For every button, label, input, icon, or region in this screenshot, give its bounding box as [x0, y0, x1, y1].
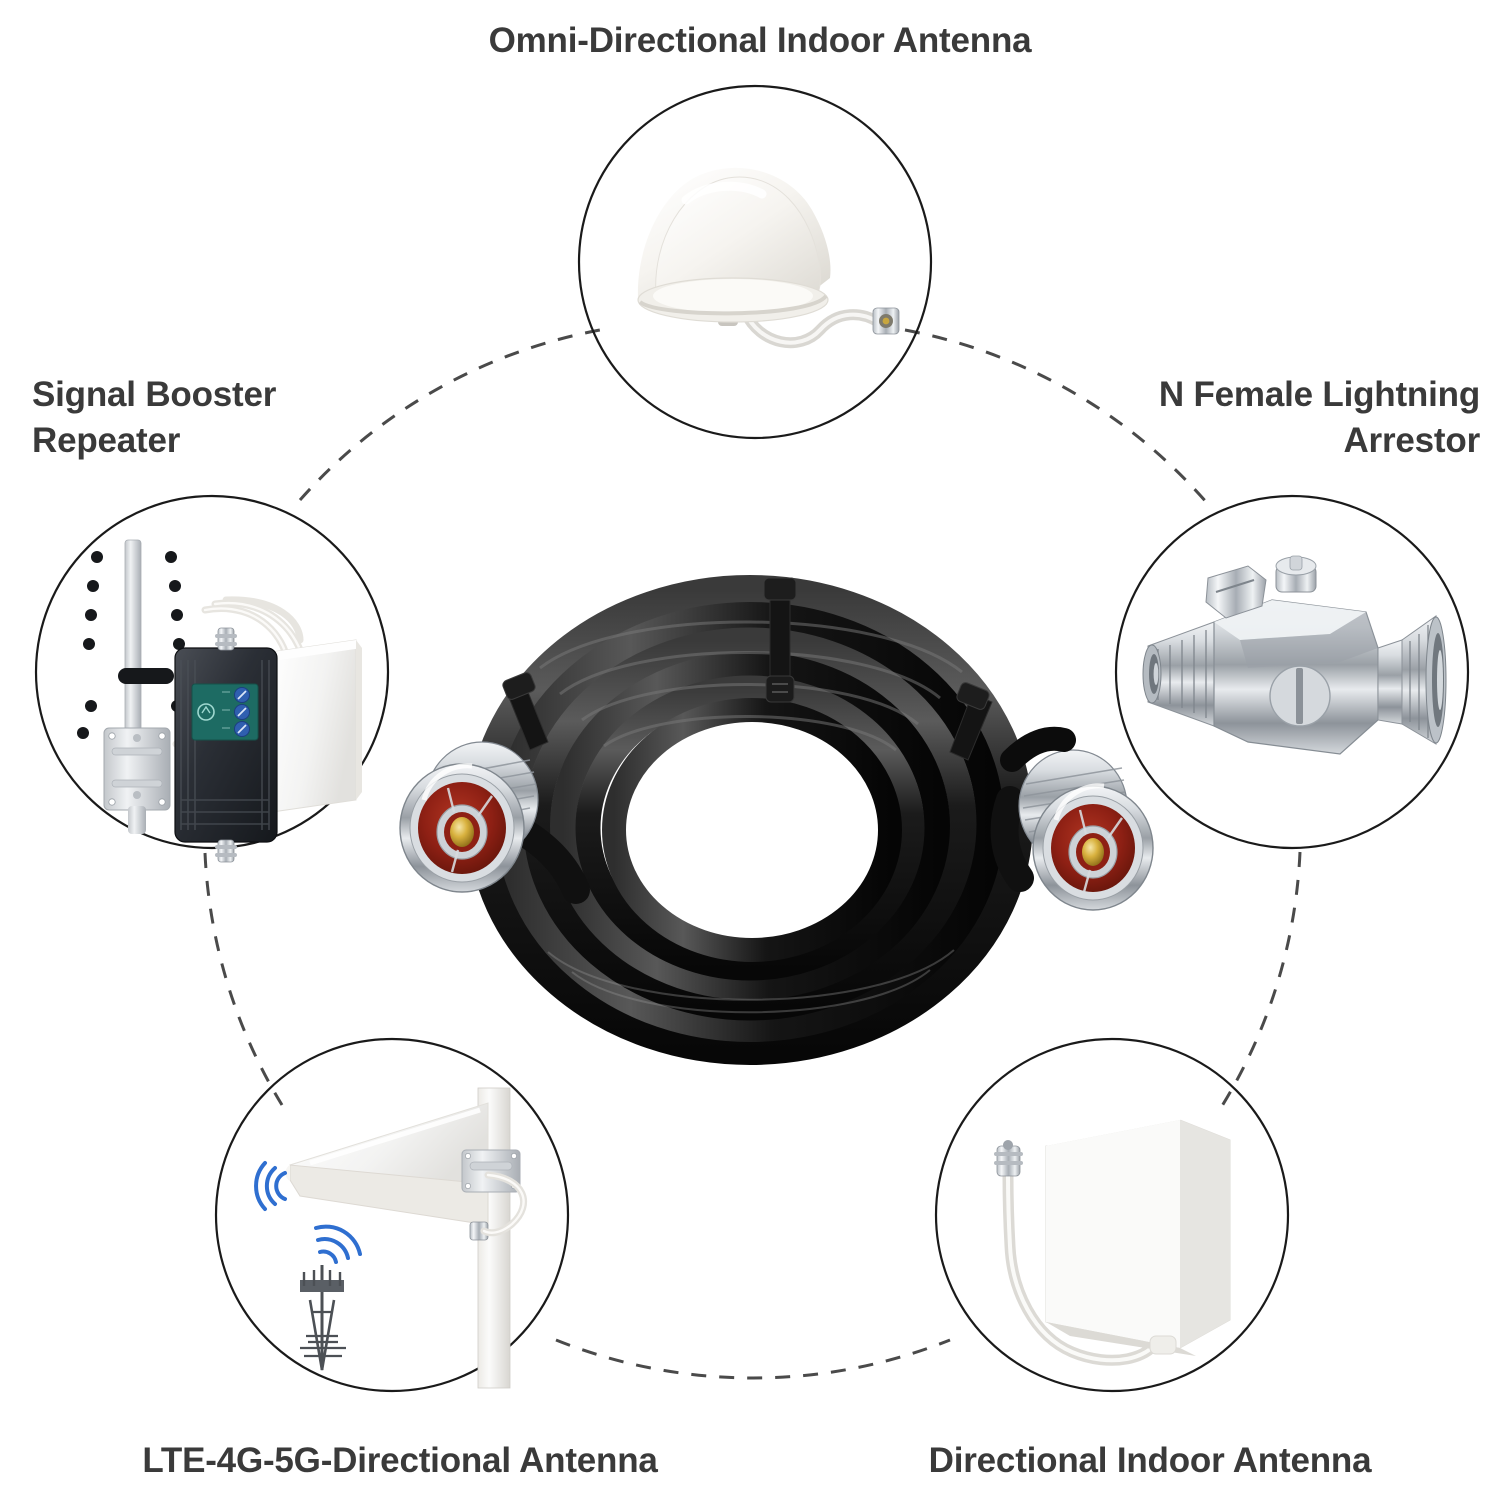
panel-antenna-side — [1180, 1120, 1230, 1348]
left-slot-lines — [446, 787, 493, 873]
lte-antenna-highlight — [309, 1107, 481, 1166]
arrestor-left-port — [1142, 621, 1215, 727]
right-slot-lines — [1078, 809, 1123, 893]
panel-pigtail-highlight — [1006, 1174, 1162, 1363]
booster-panel-silkscreen — [222, 691, 230, 729]
label-lte-4g-5g-directional-antenna: LTE-4G-5G-Directional Antenna — [142, 1441, 658, 1480]
cable-connector-left — [399, 741, 590, 904]
booster-panel-side — [356, 640, 362, 800]
dashed-arc-arrestor-to-panel — [1220, 851, 1302, 1107]
center-coaxial-cable-coil — [399, 575, 1154, 1065]
arrestor-neck — [1377, 639, 1403, 725]
lte-jumper-cable-highlight — [482, 1173, 525, 1234]
yagi-mount-plate — [103, 727, 171, 834]
cable-coil-loops — [467, 575, 1033, 1065]
omni-dome-brim-inner — [653, 279, 813, 313]
booster-yagi-antenna — [62, 539, 202, 834]
circle-outline-lte — [214, 1037, 570, 1393]
booster-panel-antenna — [271, 639, 362, 813]
dashed-arc-booster-to-lte — [203, 852, 284, 1106]
left-connector-highlight — [421, 763, 473, 801]
arrestor-ground-screw — [1289, 555, 1303, 571]
circle-outline-panel — [934, 1037, 1290, 1393]
panel-cable-exit — [1149, 1335, 1177, 1355]
lte-signal-waves-icon — [254, 1161, 287, 1211]
lte-tower-signal-waves-icon — [314, 1224, 362, 1264]
label-signal-booster-repeater: Signal Booster Repeater — [32, 375, 277, 460]
arrestor-ground-lug — [1205, 555, 1317, 619]
booster-bottom-connector — [215, 839, 237, 863]
product-circle-omni-directional-indoor-antenna — [577, 84, 933, 440]
lightning-arrestor-image — [1142, 555, 1447, 755]
arrestor-hex-body — [1213, 599, 1379, 755]
panel-antenna-front — [1046, 1120, 1180, 1348]
yagi-elements — [85, 554, 183, 709]
product-circle-n-female-lightning-arrestor — [1114, 494, 1470, 850]
panel-antenna-top-bevel — [1046, 1112, 1196, 1146]
indoor-panel-antenna-image — [994, 1112, 1231, 1366]
cable-highlights-lower — [547, 949, 955, 1014]
omni-cable-connector — [872, 307, 900, 335]
arrestor-right-port — [1401, 615, 1447, 745]
arrestor-screw-slot — [1296, 668, 1303, 724]
circle-outline-omni — [577, 84, 933, 440]
cable-tail-right — [1000, 726, 1076, 772]
zip-tie-right — [949, 682, 993, 761]
dashed-arc-booster-to-omni — [298, 328, 601, 501]
label-omni-directional-indoor-antenna: Omni-Directional Indoor Antenna — [488, 21, 1032, 60]
right-connector-cable-stub — [990, 786, 1034, 892]
booster-panel-face — [271, 639, 357, 813]
dashed-arc-lte-to-panel — [555, 1338, 951, 1380]
dashed-arc-omni-to-arrestor — [904, 328, 1209, 504]
booster-brand-logo-icon — [197, 703, 215, 721]
product-circle-directional-indoor-antenna — [934, 1037, 1290, 1393]
booster-panel-top — [272, 640, 362, 660]
zip-tie-top — [763, 577, 797, 703]
product-circle-lte-4g-5g-directional-antenna — [214, 1037, 570, 1393]
product-circle-signal-booster-repeater — [34, 494, 390, 863]
left-center-pin — [450, 817, 474, 847]
panel-cable-connector — [994, 1140, 1023, 1177]
omni-dome-highlight — [681, 181, 767, 205]
cable-highlights — [539, 620, 963, 752]
omni-pigtail-highlight — [743, 310, 880, 345]
booster-brand-logo-glyph — [201, 705, 211, 714]
label-directional-indoor-antenna: Directional Indoor Antenna — [928, 1441, 1372, 1480]
cable-connector-right — [990, 749, 1154, 911]
omni-brim-shadow — [638, 294, 828, 316]
lte-log-periodic-antenna — [285, 1102, 489, 1226]
booster-top-connector — [215, 627, 237, 651]
lte-cell-tower-icon — [300, 1224, 362, 1371]
zip-tie-left — [502, 672, 549, 751]
omni-dome-antenna-image — [637, 167, 900, 349]
circle-outline-arrestor — [1114, 494, 1470, 850]
lte-antenna-tip — [285, 1165, 290, 1181]
yagi-balun — [118, 668, 174, 684]
dashed-connector-arcs — [203, 328, 1302, 1380]
circle-outline-booster — [34, 494, 390, 850]
booster-main-unit — [174, 627, 278, 863]
right-center-pin — [1082, 838, 1104, 866]
left-connector-cable-stub — [506, 816, 590, 904]
right-connector-highlight — [1053, 783, 1105, 821]
booster-gain-adjusters — [234, 687, 250, 737]
label-n-female-lightning-arrestor: N Female Lightning Arrestor — [1158, 375, 1480, 460]
